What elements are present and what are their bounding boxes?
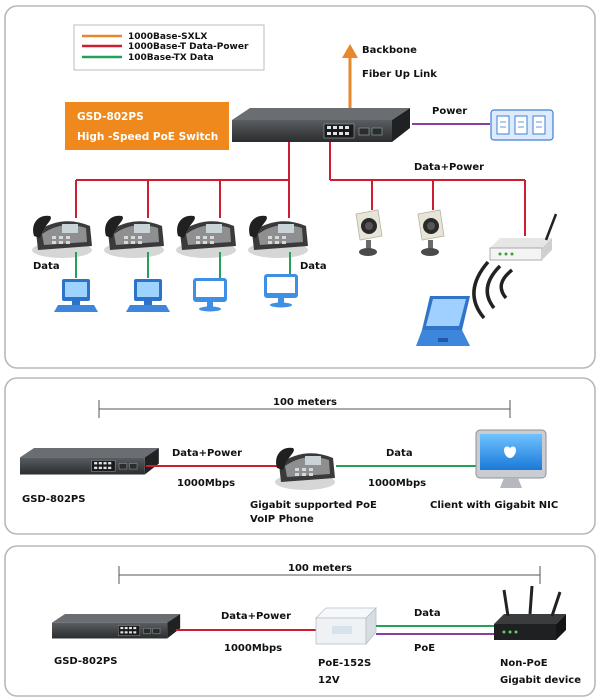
data-power-label: Data+Power [172,448,242,459]
injector-name-line1: PoE-152S [318,658,371,669]
power-label: Power [432,106,467,117]
legend-box: 1000Base-SXLX 1000Base-T Data-Power 100B… [73,24,265,71]
switch-name-label: GSD-802PS [54,656,117,667]
speed-label-right: 1000Mbps [368,478,426,489]
backbone-label: Backbone [362,45,417,56]
phone-name-line2: VoIP Phone [250,514,314,525]
data-label-right: Data [300,261,327,272]
data-links [75,252,291,278]
data-power-label: Data+Power [414,162,484,173]
device-name-line2: Gigabit device [500,675,581,686]
data-label-left: Data [33,261,60,272]
gsd-802ps-switch-icon [19,447,160,475]
panel-network-topology [4,5,596,369]
gsd-802ps-switch-icon [51,613,181,639]
laptop-icon [416,296,470,346]
client-label: Client with Gigabit NIC [430,500,558,511]
power-supply-icon [490,109,554,141]
banner-description: High -Speed PoE Switch [77,131,218,143]
phone-name-line1: Gigabit supported PoE [250,500,377,511]
device-name-line1: Non-PoE [500,658,548,669]
gsd-802ps-switch-icon [231,107,411,143]
injector-name-line2: 12V [318,675,340,686]
distance-label: 100 meters [273,397,337,408]
distance-bracket [98,400,511,418]
data-power-label: Data+Power [221,611,291,622]
poe-injector-icon [315,607,377,646]
legend-label-poe: 1000Base-T Data-Power [128,42,249,52]
speed-label: 1000Mbps [224,643,282,654]
fiber-uplink-label: Fiber Up Link [362,69,437,80]
imac-icon [475,429,547,488]
non-poe-router-icon [494,585,566,640]
legend-label-fiber: 1000Base-SXLX [128,32,207,42]
switch-name-label: GSD-802PS [22,494,85,505]
data-label: Data [414,608,441,619]
wireless-signal-icon [472,260,514,320]
data-label: Data [386,448,413,459]
product-banner [65,102,229,150]
fiber-uplink-arrowhead [342,44,358,58]
legend-label-data: 100Base-TX Data [128,53,214,63]
poe-label: PoE [414,643,435,654]
panel-poe-injector [4,545,596,697]
speed-label-left: 1000Mbps [177,478,235,489]
distance-bracket [118,566,541,584]
distance-label: 100 meters [288,563,352,574]
banner-model-name: GSD-802PS [77,111,144,123]
poe-links [75,142,526,236]
